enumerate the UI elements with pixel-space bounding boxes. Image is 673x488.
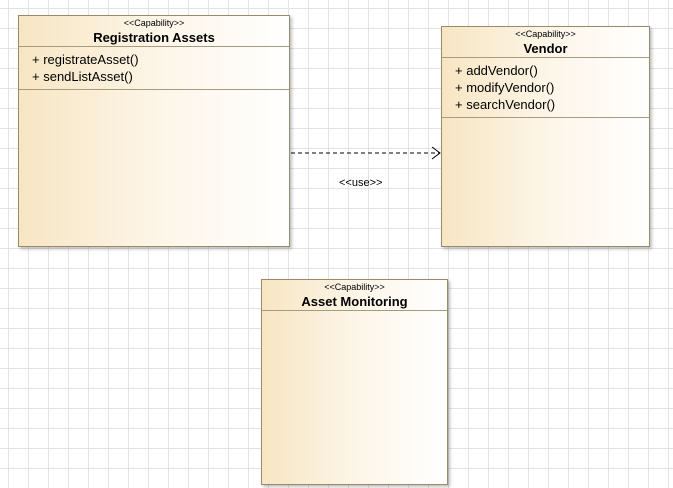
compartment-divider [442,117,649,118]
class-name: Registration Assets [93,30,215,45]
class-vendor[interactable]: <<Capability>> Vendor addVendor() modify… [441,26,650,247]
stereotype-label: <<Capability>> [515,29,576,39]
compartment-divider [262,310,447,311]
operations-compartment: addVendor() modifyVendor() searchVendor(… [442,58,649,117]
operation: modifyVendor() [455,79,649,96]
arrowhead-icon [431,146,441,160]
operations-compartment: registrateAsset() sendListAsset() [19,47,289,89]
compartment-divider [442,57,649,58]
compartment-divider [19,46,289,47]
operation: addVendor() [455,62,649,79]
compartment-divider [19,89,289,90]
dependency-label: <<use>> [339,177,383,189]
operation: registrateAsset() [32,51,289,68]
class-header: <<Capability>> Vendor [442,27,649,57]
stereotype-label: <<Capability>> [123,18,185,28]
class-name: Vendor [523,41,568,56]
class-name: Asset Monitoring [301,294,408,309]
class-registration-assets[interactable]: <<Capability>> Registration Assets regis… [18,15,290,247]
stereotype-label: <<Capability>> [324,282,385,292]
class-asset-monitoring[interactable]: <<Capability>> Asset Monitoring [261,279,448,485]
operation: searchVendor() [455,96,649,113]
operation: sendListAsset() [32,68,289,85]
class-header: <<Capability>> Asset Monitoring [262,280,447,310]
class-header: <<Capability>> Registration Assets [19,16,289,46]
